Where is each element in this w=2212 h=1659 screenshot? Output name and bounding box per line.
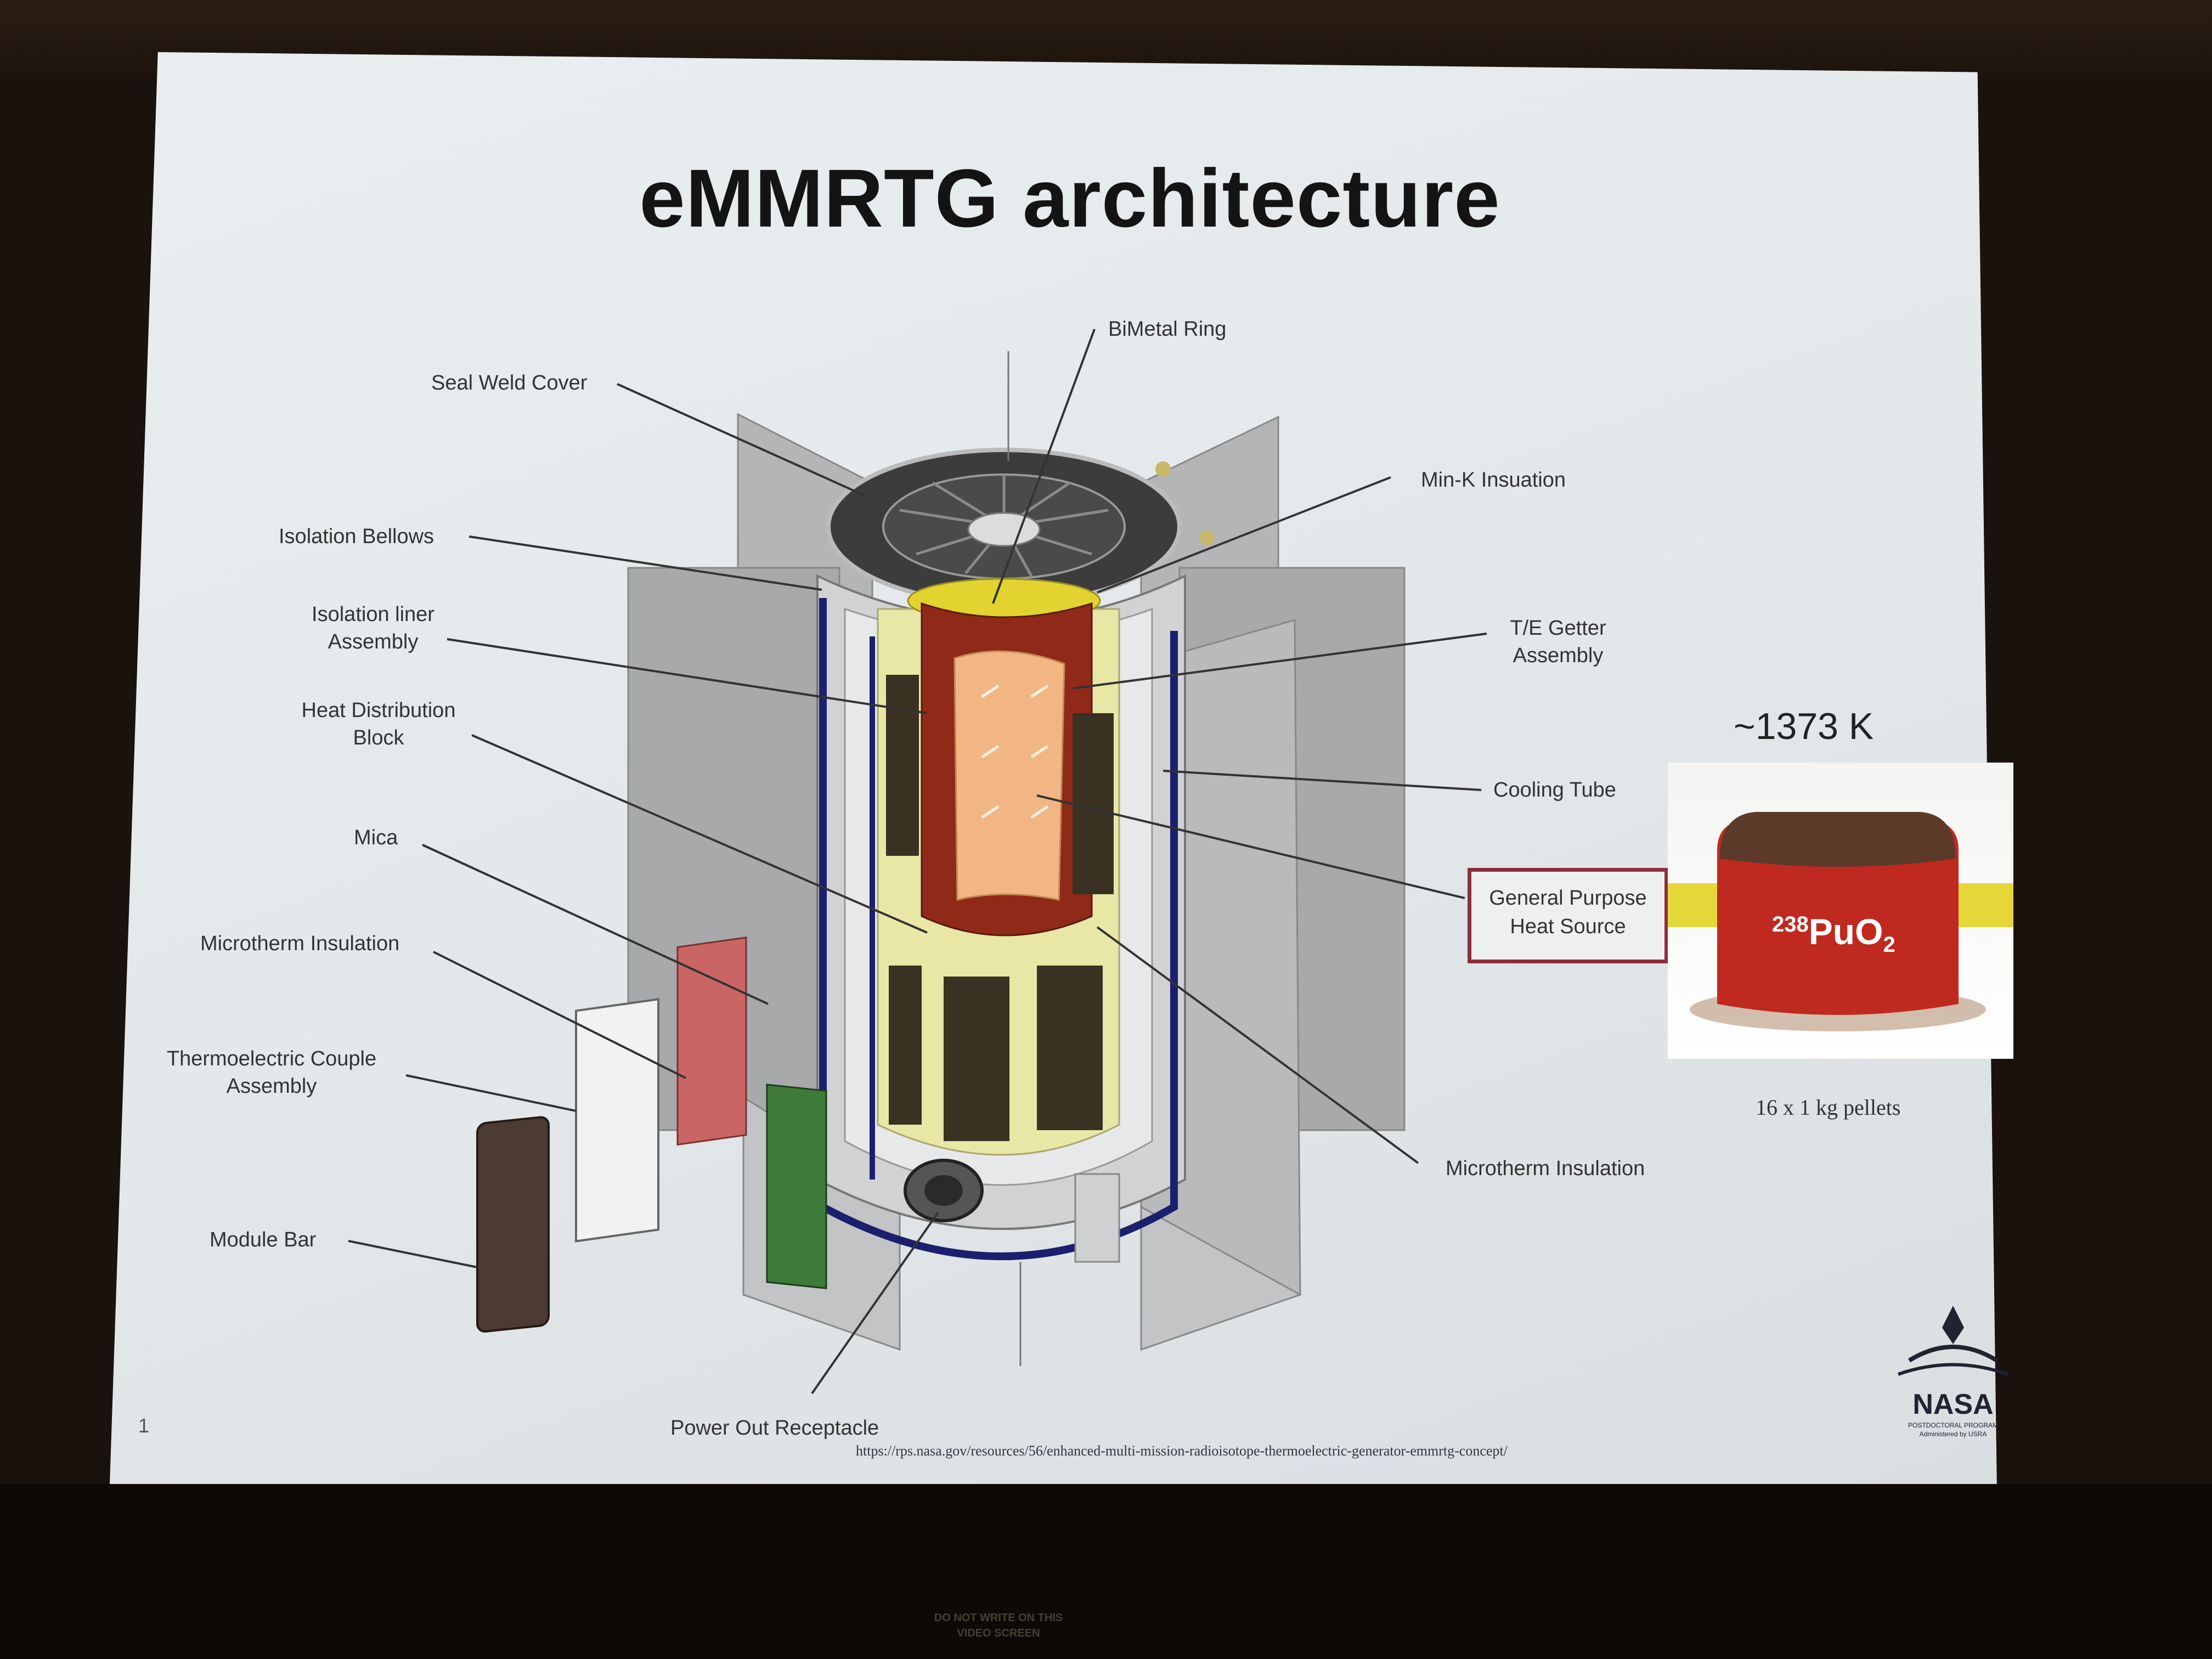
pellet-body bbox=[1717, 820, 1959, 1015]
pellet-caption: 16 x 1 kg pellets bbox=[1756, 1095, 1901, 1120]
label-bimetal-ring: BiMetal Ring bbox=[1108, 318, 1227, 341]
logo-subtitle: POSTDOCTORAL PROGRAM Administered by USR… bbox=[1876, 1421, 2030, 1438]
label-heat-distribution-line2: Block bbox=[353, 726, 404, 749]
page-number: 1 bbox=[138, 1414, 150, 1437]
label-thermoelectric-couple: Thermoelectric Couple Assembly bbox=[151, 1045, 392, 1100]
pellet-photo bbox=[1668, 763, 2013, 1059]
label-isolation-bellows: Isolation Bellows bbox=[279, 525, 435, 548]
thermoelectric-couple-grid bbox=[575, 998, 659, 1243]
label-heat-distribution-block: Heat Distribution Block bbox=[285, 697, 472, 752]
receptacle-core bbox=[924, 1175, 963, 1206]
logo-emblem-icon bbox=[1898, 1306, 2008, 1376]
microtherm-brick bbox=[676, 936, 747, 1146]
screen-notice: DO NOT WRITE ON THIS VIDEO SCREEN bbox=[900, 1610, 1097, 1641]
label-thermoelectric-line1: Thermoelectric Couple bbox=[166, 1047, 377, 1070]
gphs-label: General Purpose Heat Source bbox=[1471, 884, 1664, 941]
pellet-formula: 238PuO2 bbox=[1772, 911, 1895, 957]
label-min-k-insulation: Min-K Insuation bbox=[1421, 469, 1566, 492]
gphs-label-line2: Heat Source bbox=[1510, 915, 1626, 938]
label-isolation-liner-line2: Assembly bbox=[328, 630, 419, 653]
gphs-label-line1: General Purpose bbox=[1489, 887, 1647, 910]
leader-lines bbox=[348, 329, 1487, 1395]
compound-subscript: 2 bbox=[1883, 933, 1895, 957]
label-cooling-tube: Cooling Tube bbox=[1493, 778, 1616, 802]
heat-source-cut bbox=[953, 650, 1065, 901]
heat-source-marks bbox=[981, 684, 1049, 819]
te-block-right bbox=[1073, 713, 1114, 894]
label-isolation-liner-line1: Isolation liner bbox=[312, 603, 435, 626]
bimetal-hub bbox=[967, 512, 1041, 547]
screen-frame bbox=[0, 1484, 2212, 1659]
label-mica: Mica bbox=[354, 826, 398, 849]
te-block-lower-3 bbox=[889, 966, 922, 1125]
screen-notice-line1: DO NOT WRITE ON THIS bbox=[934, 1612, 1063, 1624]
label-microtherm-insulation-right: Microtherm Insulation bbox=[1446, 1157, 1645, 1180]
pellet-top bbox=[1720, 812, 1956, 867]
label-te-getter-line1: T/E Getter bbox=[1510, 617, 1606, 640]
base-bracket bbox=[1074, 1173, 1120, 1263]
label-isolation-liner: Isolation liner Assembly bbox=[296, 601, 450, 656]
label-module-bar: Module Bar bbox=[210, 1228, 317, 1251]
post-right bbox=[1199, 530, 1215, 545]
label-te-getter: T/E Getter Assembly bbox=[1492, 614, 1624, 669]
cooling-tube bbox=[819, 598, 1178, 1260]
compound-name: PuO bbox=[1808, 911, 1883, 952]
slide-title: eMMRTG architecture bbox=[639, 152, 1500, 244]
label-power-out-receptacle: Power Out Receptacle bbox=[670, 1417, 879, 1440]
mica-sheet bbox=[766, 1084, 827, 1289]
screen-notice-line2: VIDEO SCREEN bbox=[957, 1627, 1040, 1639]
nasa-postdoc-logo: NASA POSTDOCTORAL PROGRAM Administered b… bbox=[1876, 1295, 2030, 1454]
label-heat-distribution-line1: Heat Distribution bbox=[301, 699, 456, 722]
pellet-image bbox=[1668, 812, 2013, 1031]
te-block-lower-1 bbox=[944, 977, 1009, 1141]
isotope-number: 238 bbox=[1772, 912, 1809, 936]
te-block-lower-2 bbox=[1037, 966, 1103, 1130]
source-url: https://rps.nasa.gov/resources/56/enhanc… bbox=[856, 1443, 1508, 1459]
post-top-right bbox=[1155, 461, 1171, 477]
label-seal-weld-cover: Seal Weld Cover bbox=[431, 371, 588, 394]
label-thermoelectric-line2: Assembly bbox=[226, 1075, 317, 1098]
gphs-label-box: General Purpose Heat Source bbox=[1468, 868, 1668, 963]
temperature-label: ~1373 K bbox=[1734, 706, 1874, 747]
logo-subtitle-line1: POSTDOCTORAL PROGRAM bbox=[1908, 1421, 1999, 1429]
label-te-getter-line2: Assembly bbox=[1513, 644, 1604, 667]
logo-name: NASA bbox=[1912, 1389, 1994, 1420]
label-microtherm-insulation-left: Microtherm Insulation bbox=[200, 932, 400, 955]
module-bar-part bbox=[476, 1116, 550, 1333]
te-block-left bbox=[886, 675, 919, 856]
logo-subtitle-line2: Administered by USRA bbox=[1919, 1430, 1987, 1438]
